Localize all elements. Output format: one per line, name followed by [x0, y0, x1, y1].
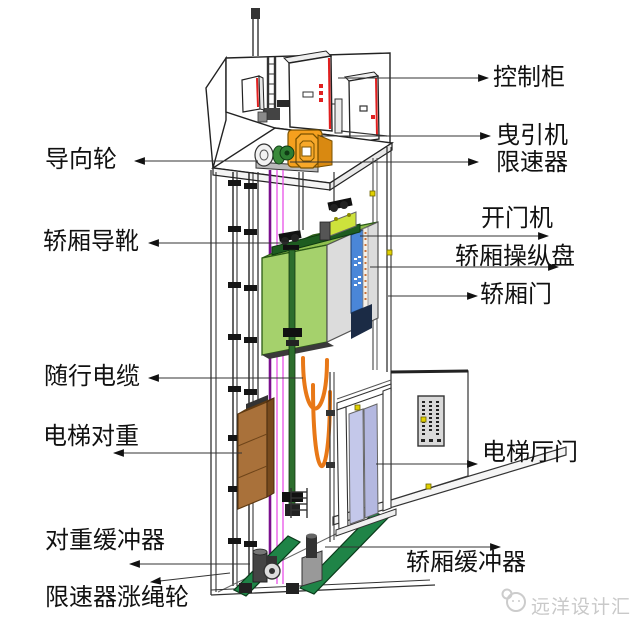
car-top-sheave [327, 197, 353, 212]
secondary-cabinet-box [343, 71, 380, 144]
rail-brackets [228, 180, 257, 547]
label-door-operator: 开门机 [481, 206, 553, 232]
label-guide-wheel: 导向轮 [45, 147, 117, 173]
label-car-door: 轿厢门 [480, 282, 552, 308]
car-sling-upright [288, 249, 296, 513]
roof-hook [251, 8, 260, 19]
label-car-buffer: 轿厢缓冲器 [406, 550, 526, 576]
label-elevator-counterweight: 电梯对重 [43, 424, 139, 450]
label-control-cabinet: 控制柜 [493, 65, 565, 91]
traction-machine-drawing [254, 129, 333, 173]
counterweight-buffer-drawing [252, 548, 268, 583]
car-guide-shoe-drawing [278, 230, 302, 250]
car-buffer-drawing [301, 533, 323, 587]
car-operating-panel-drawing [350, 229, 364, 314]
wall-junction-box [241, 75, 265, 113]
watermark-text: 远洋设计汇 [531, 597, 632, 618]
leader-lines [112, 74, 560, 585]
watermark-logo-icon [501, 588, 526, 612]
control-cabinet-box [282, 50, 333, 132]
machine-room-left-wall [205, 55, 227, 169]
hall-drawing [326, 369, 567, 542]
traveling-cable-drawing [301, 356, 332, 468]
label-governor: 限速器 [496, 150, 568, 176]
fixing-dots [354, 190, 432, 490]
label-governor-tension-pulley: 限速器涨绳轮 [45, 585, 189, 611]
pit-ladder [290, 488, 308, 518]
pit-drawing [210, 488, 436, 597]
label-counterweight-buffer: 对重缓冲器 [45, 528, 165, 554]
car-door-gap [351, 304, 372, 339]
governor-tension-pulley-drawing [263, 556, 281, 580]
elevator-car-drawing [261, 197, 379, 516]
cable-duct [334, 98, 343, 134]
label-car-operating-panel: 轿厢操纵盘 [455, 244, 575, 270]
counterweight-drawing [237, 395, 275, 510]
shaft-walls-and-rails [210, 147, 392, 595]
label-traveling-cable: 随行电缆 [44, 364, 140, 390]
label-hall-door: 电梯厅门 [482, 440, 578, 466]
label-car-guide-shoe: 轿厢导靴 [43, 229, 139, 255]
label-traction-machine: 曳引机 [496, 123, 568, 149]
hall-door-drawing [335, 379, 397, 537]
deflector-sheave [254, 143, 274, 167]
